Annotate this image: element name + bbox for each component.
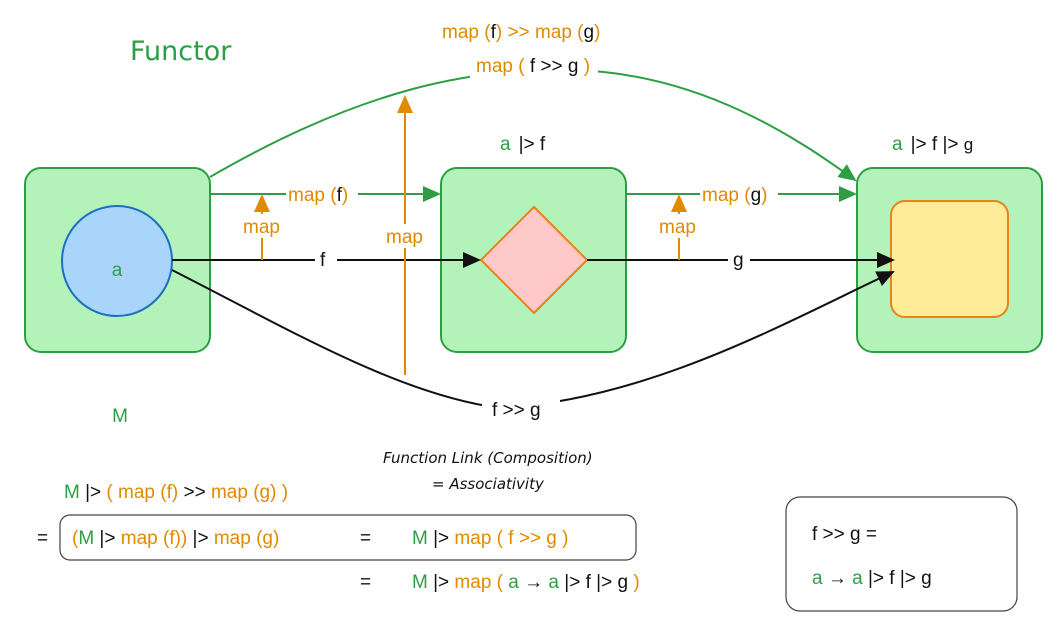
- label-g: g: [733, 250, 744, 271]
- equation-row-2-right: M |> map ( f >> g ): [412, 528, 568, 549]
- circle-a-label: a: [112, 260, 123, 281]
- square-fga: [890, 200, 1009, 318]
- label-f-compose-g: f >> g: [492, 400, 541, 421]
- label-map-f: map (f): [288, 185, 348, 206]
- label-map-tall: map: [386, 227, 423, 248]
- diagram-title: Functor: [130, 36, 232, 67]
- equation-row-3: M |> map ( a → a |> f |> g ): [412, 572, 640, 593]
- label-map-compose: map ( f >> g ): [476, 56, 590, 77]
- m-label: M: [112, 406, 128, 427]
- diamond-fa: [480, 206, 588, 314]
- equation-box: [59, 514, 637, 561]
- equation-row-2-left: (M |> map (f)) |> map (g): [72, 528, 279, 549]
- caption-line-1: Function Link (Composition): [383, 449, 593, 467]
- label-f: f: [320, 250, 326, 271]
- label-map-g: map (g): [702, 185, 767, 206]
- label-map-f-then-map-g: map (f) >> map (g): [442, 22, 600, 43]
- label-map-small-2: map: [659, 217, 696, 238]
- equation-row-1: M |> ( map (f) >> map (g) ): [64, 482, 288, 503]
- arrow-map-fg: [209, 68, 857, 182]
- definition-box: [785, 496, 1018, 612]
- definition-line-2: a → a |> f |> g: [812, 568, 932, 589]
- equals-sign-row-3: =: [360, 572, 371, 593]
- label-map-small-1: map: [243, 217, 280, 238]
- equals-sign-row-2: =: [37, 528, 48, 549]
- equals-sign-row-2-middle: =: [360, 528, 371, 549]
- mid-header: a|> f: [500, 134, 546, 155]
- definition-line-1: f >> g =: [812, 524, 877, 545]
- caption-line-2: = Associativity: [432, 475, 545, 493]
- right-header: a|> f |> g: [892, 134, 973, 155]
